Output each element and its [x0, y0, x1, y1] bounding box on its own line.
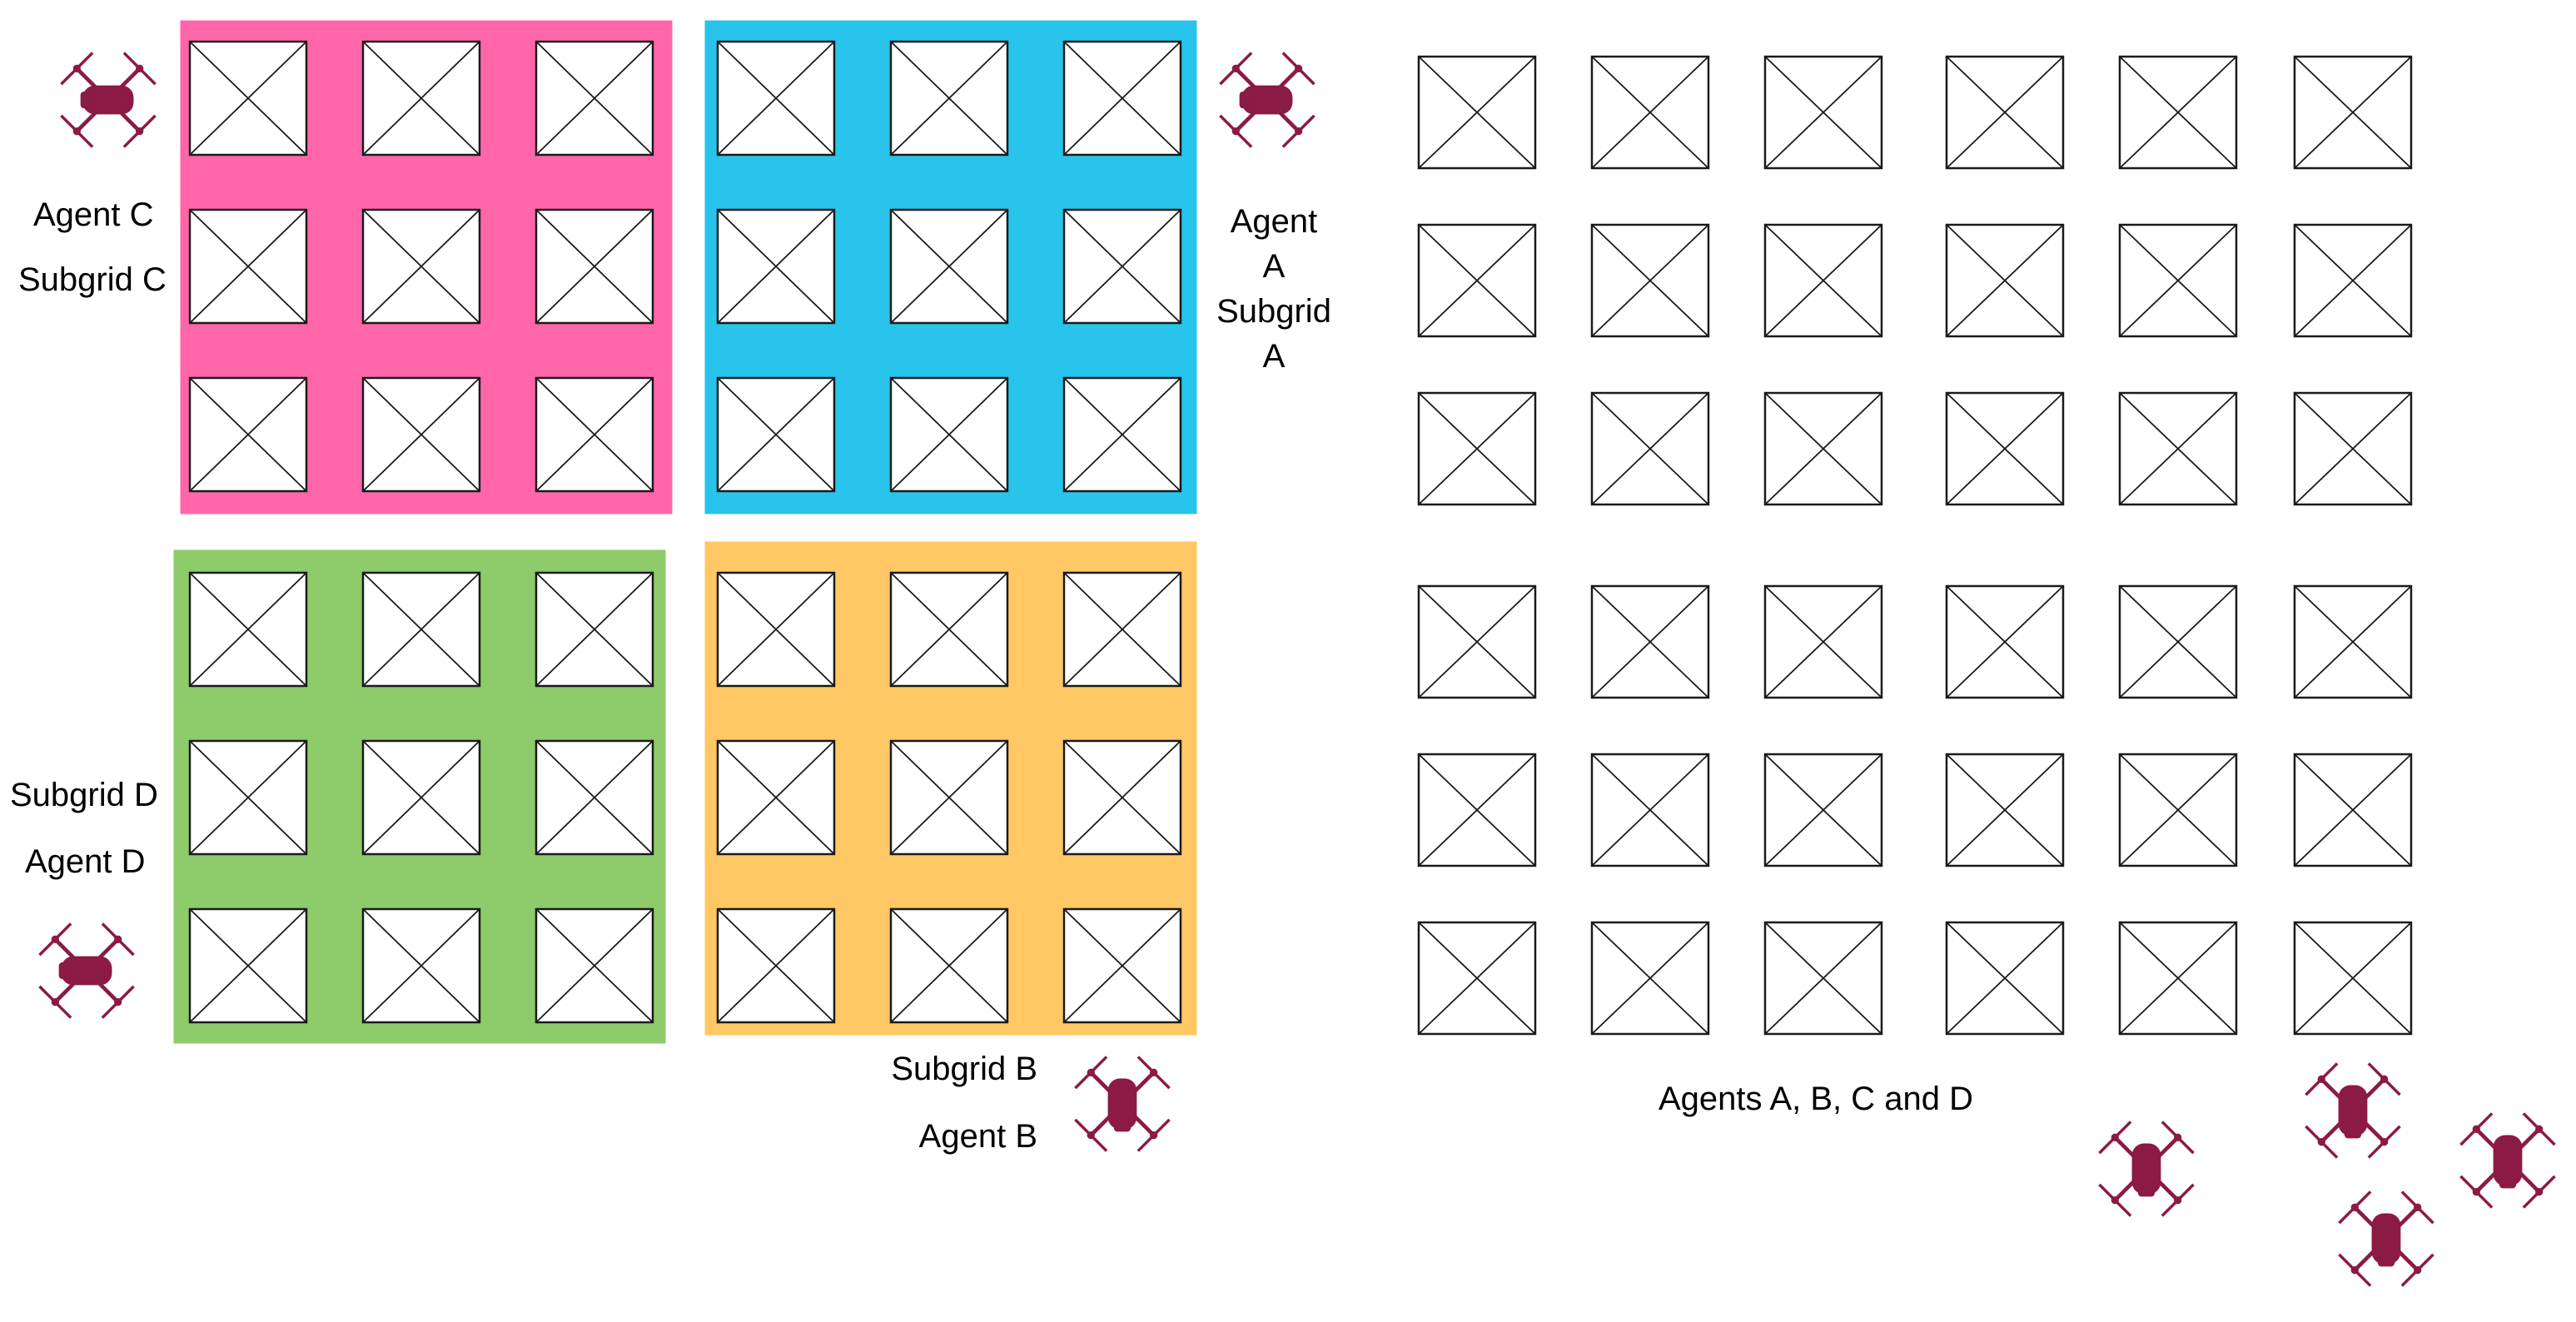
global-grid-cell	[1590, 921, 1710, 1036]
global-grid-cell	[1590, 223, 1710, 338]
agent-b-drone-icon	[2305, 1062, 2401, 1159]
agent-d-drone-icon	[38, 922, 135, 1019]
global-grid-cell	[1417, 223, 1537, 338]
global-grid-cell	[1763, 921, 1883, 1036]
global-grid-cell	[1763, 391, 1883, 506]
subgrid-b-cell	[1062, 571, 1182, 688]
agent-c-drone-icon	[2459, 1112, 2556, 1209]
drones-layer	[38, 52, 2556, 1287]
global-grid-cell	[1417, 921, 1537, 1036]
agent-b-drone-icon	[1074, 1056, 1171, 1152]
global-grid-cell	[2293, 584, 2413, 699]
subgrid-b-cell	[716, 907, 836, 1024]
agent-a-label-line2: A	[1262, 248, 1286, 285]
global-grid-cell	[1945, 391, 2065, 506]
subgrid-a-cell	[1062, 376, 1182, 493]
subgrid-a-cell	[716, 208, 836, 325]
global-grid-cell	[1590, 55, 1710, 170]
subgrid-c-cell	[188, 40, 308, 157]
global-grid-cell	[1945, 921, 2065, 1036]
subgrid-d-cell	[361, 571, 481, 688]
global-grid-cell	[1590, 391, 1710, 506]
global-grid-cell	[1945, 584, 2065, 699]
agent-c-drone-icon	[60, 52, 157, 148]
subgrid-a-cell	[889, 208, 1009, 325]
agent-a-drone-icon	[1219, 52, 1315, 148]
subgrid-b-cell	[889, 907, 1009, 1024]
global-grid-cell	[2118, 921, 2238, 1036]
agent-a-label-line1: Agent	[1230, 203, 1318, 240]
subgrid-d-cell	[535, 739, 654, 856]
subgrid-a-cell	[716, 376, 836, 493]
global-grid-cell	[1590, 753, 1710, 867]
global-grid-cell	[2293, 55, 2413, 170]
subgrid-a-cell	[716, 40, 836, 157]
global-grid-cell	[1590, 584, 1710, 699]
global-grid-cell	[2118, 223, 2238, 338]
subgrid-d-cell	[361, 739, 481, 856]
subgrid-d-cell	[361, 907, 481, 1024]
subgrid-a-label-line1: Subgrid	[1216, 293, 1331, 330]
global-grid-cell	[1945, 223, 2065, 338]
agents-all-label: Agents A, B, C and D	[1658, 1081, 1973, 1117]
global-grid-cell	[1417, 584, 1537, 699]
subgrid-c-cell	[188, 376, 308, 493]
subgrid-a-label-line2: A	[1262, 338, 1286, 375]
agent-c-label: Agent C	[33, 196, 154, 233]
subgrid-d-cell	[188, 907, 308, 1024]
cells-layer	[188, 40, 2413, 1036]
global-grid-cell	[2293, 223, 2413, 338]
subgrid-c-cell	[535, 208, 654, 325]
global-grid-cell	[1763, 584, 1883, 699]
subgrid-d-label: Subgrid D	[10, 777, 158, 813]
global-grid-cell	[1945, 753, 2065, 867]
subgrid-c-label: Subgrid C	[18, 261, 167, 298]
subgrid-b-cell	[716, 571, 836, 688]
global-grid-cell	[2293, 391, 2413, 506]
global-grid-cell	[1417, 391, 1537, 506]
subgrid-d-cell	[535, 907, 654, 1024]
global-grid-cell	[1763, 55, 1883, 170]
global-grid-cell	[2293, 921, 2413, 1036]
subgrid-c-cell	[188, 208, 308, 325]
subgrid-a-cell	[1062, 40, 1182, 157]
subgrid-c-cell	[535, 40, 654, 157]
subgrid-b-cell	[1062, 739, 1182, 856]
global-grid-cell	[1763, 753, 1883, 867]
subgrid-b-cell	[716, 739, 836, 856]
global-grid-cell	[2118, 55, 2238, 170]
global-grid-cell	[1945, 55, 2065, 170]
global-grid-cell	[2293, 753, 2413, 867]
subgrid-d-cell	[535, 571, 654, 688]
subgrid-a-cell	[1062, 208, 1182, 325]
subgrid-d-cell	[188, 739, 308, 856]
subgrid-c-cell	[361, 376, 481, 493]
subgrid-c-cell	[535, 376, 654, 493]
agent-a-drone-icon	[2098, 1121, 2195, 1217]
global-grid-cell	[2118, 391, 2238, 506]
global-grid-cell	[1763, 223, 1883, 338]
agent-d-drone-icon	[2338, 1190, 2434, 1287]
subgrid-b-cell	[1062, 907, 1182, 1024]
subgrid-a-cell	[889, 40, 1009, 157]
subgrid-b-label: Subgrid B	[891, 1051, 1037, 1087]
agent-b-label: Agent B	[918, 1118, 1037, 1155]
subgrid-a-cell	[889, 376, 1009, 493]
subgrid-c-cell	[361, 40, 481, 157]
global-grid-cell	[1417, 55, 1537, 170]
global-grid-cell	[1417, 753, 1537, 867]
subgrid-b-cell	[889, 571, 1009, 688]
agent-d-label: Agent D	[25, 843, 146, 880]
subgrid-d-cell	[188, 571, 308, 688]
subgrid-c-cell	[361, 208, 481, 325]
subgrid-b-cell	[889, 739, 1009, 856]
global-grid-cell	[2118, 584, 2238, 699]
global-grid-cell	[2118, 753, 2238, 867]
